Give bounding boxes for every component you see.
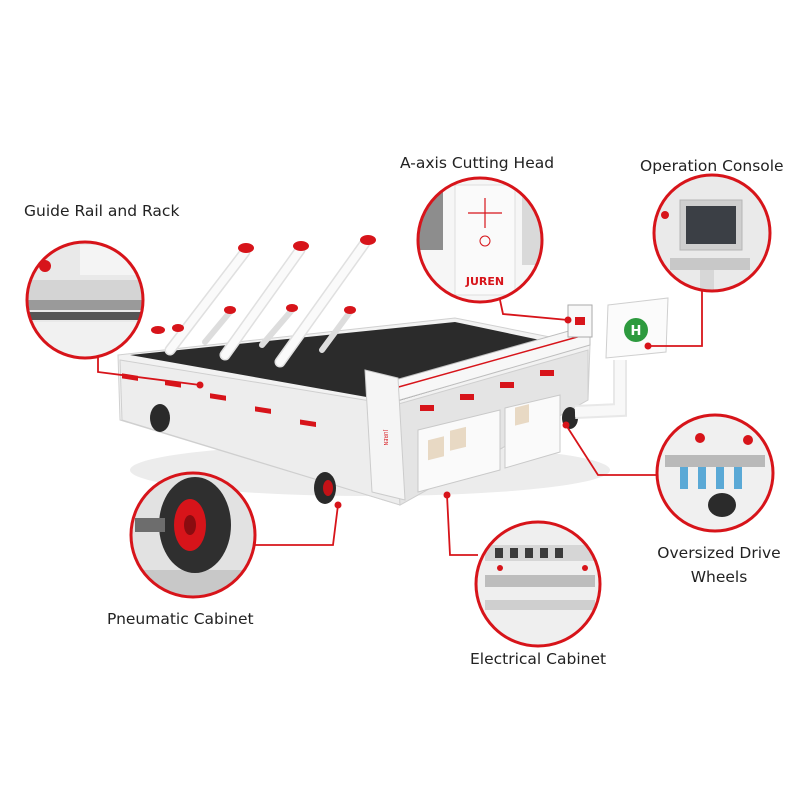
cabinet-doors xyxy=(417,394,561,493)
operation-console: H xyxy=(574,297,669,419)
leader-pneumatic xyxy=(255,504,339,546)
leader-cutting-head xyxy=(499,299,569,321)
detail-guide-rail xyxy=(25,240,145,360)
leader-console xyxy=(648,290,703,347)
label-guide-rail: Guide Rail and Rack xyxy=(24,202,180,220)
safety-stripes-front xyxy=(122,373,316,428)
leader-endpoints xyxy=(196,316,652,509)
label-cutting-head: A-axis Cutting Head xyxy=(400,154,555,172)
leader-guide-rail xyxy=(97,355,201,386)
leader-drive-wheels xyxy=(565,424,660,476)
label-console: Operation Console xyxy=(640,157,784,175)
leader-lines xyxy=(97,290,703,556)
bridge-end-pillar xyxy=(364,369,406,501)
label-drive-wheels-line-2: Wheels xyxy=(690,568,748,586)
cutting-head-carriage xyxy=(567,304,593,338)
detail-cutting-head: JUREN xyxy=(416,176,544,304)
label-drive-wheels: Oversized Drive Wheels xyxy=(648,541,790,589)
detail-pneumatic xyxy=(129,471,257,599)
detail-drive-wheels xyxy=(655,413,775,533)
console-logo xyxy=(624,318,648,342)
label-drive-wheels-line-1: Oversized Drive xyxy=(657,544,781,562)
bridge-rail xyxy=(394,333,589,389)
loading-arms xyxy=(164,237,371,368)
detail-console xyxy=(652,173,772,293)
pillar-brand-text: JUREN xyxy=(382,429,388,446)
label-pneumatic: Pneumatic Cabinet xyxy=(107,610,254,628)
detail-brand-text: JUREN xyxy=(465,275,504,288)
safety-stripes-right xyxy=(420,370,554,411)
leader-electrical xyxy=(446,494,478,556)
console-logo-letter: H xyxy=(631,324,642,339)
label-electrical: Electrical Cabinet xyxy=(470,650,607,668)
table-surface xyxy=(130,322,578,402)
cutting-machine: JUREN xyxy=(117,235,669,506)
detail-electrical xyxy=(474,520,602,648)
arm-suction-caps xyxy=(151,235,376,334)
